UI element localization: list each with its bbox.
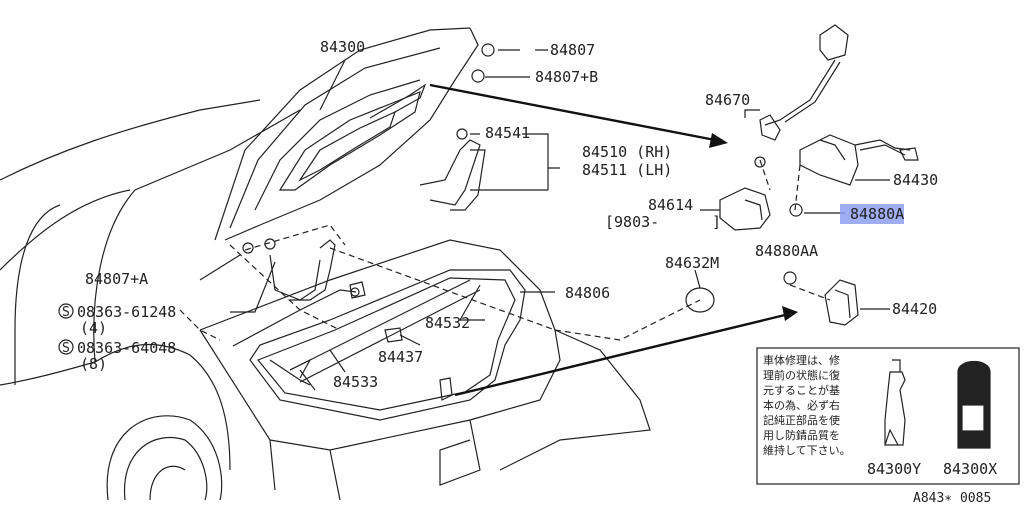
highlight-84880A xyxy=(840,204,904,224)
label-84300X[interactable]: 84300X xyxy=(943,460,997,478)
s-mark-1: S xyxy=(62,305,70,320)
label-84614-date-close: ] xyxy=(712,213,721,231)
label-84807-A[interactable]: 84807+A xyxy=(85,270,148,288)
arrow-head-latch xyxy=(709,133,728,148)
label-screw-61248-qty: (4) xyxy=(80,319,107,337)
s-mark-icon-2 xyxy=(58,339,74,355)
label-84614[interactable]: 84614 xyxy=(648,196,693,214)
label-84632M[interactable]: 84632M xyxy=(665,254,719,272)
label-84670[interactable]: 84670 xyxy=(705,91,750,109)
s-mark-icon-1 xyxy=(58,303,74,319)
label-84541[interactable]: 84541 xyxy=(485,124,530,142)
label-84614-date: [9803- xyxy=(605,213,659,231)
label-84420[interactable]: 84420 xyxy=(892,300,937,318)
arrow-to-latch xyxy=(429,83,716,142)
arrow-to-striker xyxy=(454,313,786,397)
label-screw-61248[interactable]: 08363-61248 xyxy=(77,303,176,321)
sealant-tube-icon xyxy=(884,359,906,446)
car-body-drawing xyxy=(0,24,919,501)
label-84807[interactable]: 84807 xyxy=(550,41,595,59)
label-84533[interactable]: 84533 xyxy=(333,373,378,391)
label-84807-B[interactable]: 84807+B xyxy=(535,68,598,86)
arrows xyxy=(429,83,798,397)
label-84511-lh[interactable]: 84511 (LH) xyxy=(582,161,672,179)
spray-can-icon xyxy=(957,360,991,449)
rust-prevention-note: 車体修理は、修 理前の状態に復 元することが基 本の為、必ず右 記純正部品を使 … xyxy=(763,354,851,457)
label-screw-64048-qty: (8) xyxy=(80,355,107,373)
label-84880A[interactable]: 84880A xyxy=(850,205,904,223)
label-84430[interactable]: 84430 xyxy=(893,171,938,189)
label-84437[interactable]: 84437 xyxy=(378,348,423,366)
label-84300Y[interactable]: 84300Y xyxy=(867,460,921,478)
arrow-head-striker xyxy=(782,306,798,321)
label-84806[interactable]: 84806 xyxy=(565,284,610,302)
rust-prevention-box xyxy=(756,347,1020,485)
label-84300[interactable]: 84300 xyxy=(320,38,365,56)
label-84532[interactable]: 84532 xyxy=(425,314,470,332)
s-mark-2: S xyxy=(62,341,70,356)
figure-code: A843∗ 0085 xyxy=(913,491,991,506)
label-84880AA[interactable]: 84880AA xyxy=(755,242,818,260)
label-84510-rh[interactable]: 84510 (RH) xyxy=(582,143,672,161)
label-screw-64048[interactable]: 08363-64048 xyxy=(77,339,176,357)
